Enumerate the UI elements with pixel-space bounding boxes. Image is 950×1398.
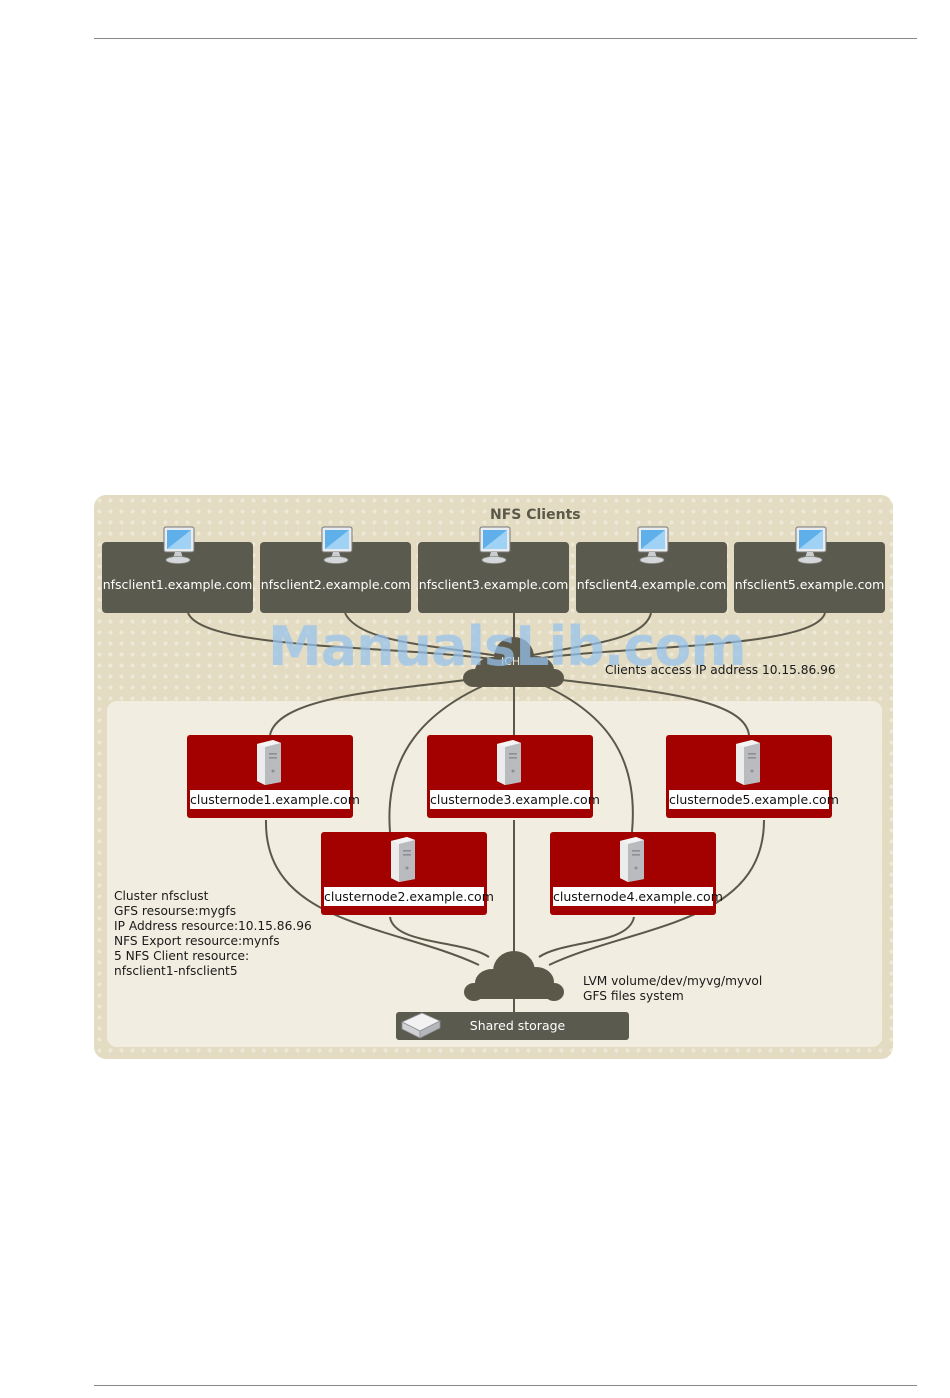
storage-note-line: LVM volume/dev/myvg/myvol <box>583 974 763 988</box>
cluster-info-line: 5 NFS Client resource: <box>114 949 250 963</box>
link-client5-cloud <box>528 612 826 661</box>
cluster-info-line: nfsclient1-nfsclient5 <box>114 964 238 978</box>
cluster-info: Cluster nfsclust GFS resourse:mygfs IP A… <box>114 889 312 979</box>
network-links <box>187 612 826 1013</box>
link-client1-cloud <box>187 612 500 661</box>
monitor-icon <box>795 526 827 564</box>
nfs-cluster-diagram: NFS Clients nfsclient1.example.com nfscl… <box>94 495 893 1059</box>
cluster-info-line: NFS Export resource:mynfs <box>114 934 280 948</box>
cluster-info-line: IP Address resource:10.15.86.96 <box>114 919 312 933</box>
node-label-5: clusternode5.example.com <box>669 790 839 809</box>
server-icon <box>257 740 281 785</box>
watermark: ManualsLib.com <box>268 615 747 678</box>
node-label-2: clusternode2.example.com <box>324 887 494 906</box>
server-icon <box>497 740 521 785</box>
client-box-1: nfsclient1.example.com <box>102 526 253 613</box>
client-box-5: nfsclient5.example.com <box>734 526 885 613</box>
disk-icon <box>401 1012 441 1039</box>
monitor-icon <box>637 526 669 564</box>
client-box-3: nfsclient3.example.com <box>418 526 569 613</box>
cluster-info-line: GFS resourse:mygfs <box>114 904 237 918</box>
cluster-node-5: clusternode5.example.com <box>666 735 839 818</box>
storage-note-line: GFS files system <box>583 989 684 1003</box>
client-box-2: nfsclient2.example.com <box>260 526 411 613</box>
client-label-4: nfsclient4.example.com <box>576 577 727 592</box>
storage-cloud-icon <box>464 951 564 1001</box>
link-cloud-node2 <box>388 680 495 833</box>
monitor-icon <box>163 526 195 564</box>
cluster-node-1: clusternode1.example.com <box>187 735 360 818</box>
client-label-3: nfsclient3.example.com <box>418 577 569 592</box>
server-icon <box>736 740 760 785</box>
storage-note: LVM volume/dev/myvg/myvol GFS files syst… <box>583 974 762 1004</box>
cluster-node-3: clusternode3.example.com <box>427 735 600 818</box>
shared-storage-box: Shared storage <box>396 1012 629 1040</box>
link-node1-storage <box>264 819 480 966</box>
footer-rule <box>94 1385 917 1386</box>
client-label-2: nfsclient2.example.com <box>260 577 411 592</box>
server-icon <box>391 837 415 882</box>
cluster-node-2: clusternode2.example.com <box>321 832 494 915</box>
node-label-1: clusternode1.example.com <box>190 790 360 809</box>
storage-label: Shared storage <box>469 1018 566 1033</box>
link-cloud-node5 <box>538 676 750 736</box>
link-node5-storage <box>548 819 765 966</box>
node-label-4: clusternode4.example.com <box>553 887 723 906</box>
monitor-icon <box>479 526 511 564</box>
header-rule <box>94 38 917 39</box>
link-node2-storage <box>389 916 490 958</box>
client-label-1: nfsclient1.example.com <box>102 577 253 592</box>
client-label-5: nfsclient5.example.com <box>734 577 885 592</box>
cloud-top-label: ICH <box>501 655 521 668</box>
client-box-4: nfsclient4.example.com <box>576 526 727 613</box>
link-node4-storage <box>538 916 635 958</box>
monitor-icon <box>321 526 353 564</box>
server-icon <box>620 837 644 882</box>
top-cloud-icon <box>463 637 564 687</box>
cluster-info-line: Cluster nfsclust <box>114 889 209 903</box>
link-cloud-node4 <box>533 680 634 833</box>
client-access-note: Clients access IP address 10.15.86.96 <box>605 663 836 677</box>
link-cloud-node1 <box>269 676 490 736</box>
link-client4-cloud <box>523 612 652 658</box>
link-client2-cloud <box>344 612 505 658</box>
figure-title: NFS Clients <box>490 507 581 523</box>
node-label-3: clusternode3.example.com <box>430 790 600 809</box>
cluster-node-4: clusternode4.example.com <box>550 832 723 915</box>
